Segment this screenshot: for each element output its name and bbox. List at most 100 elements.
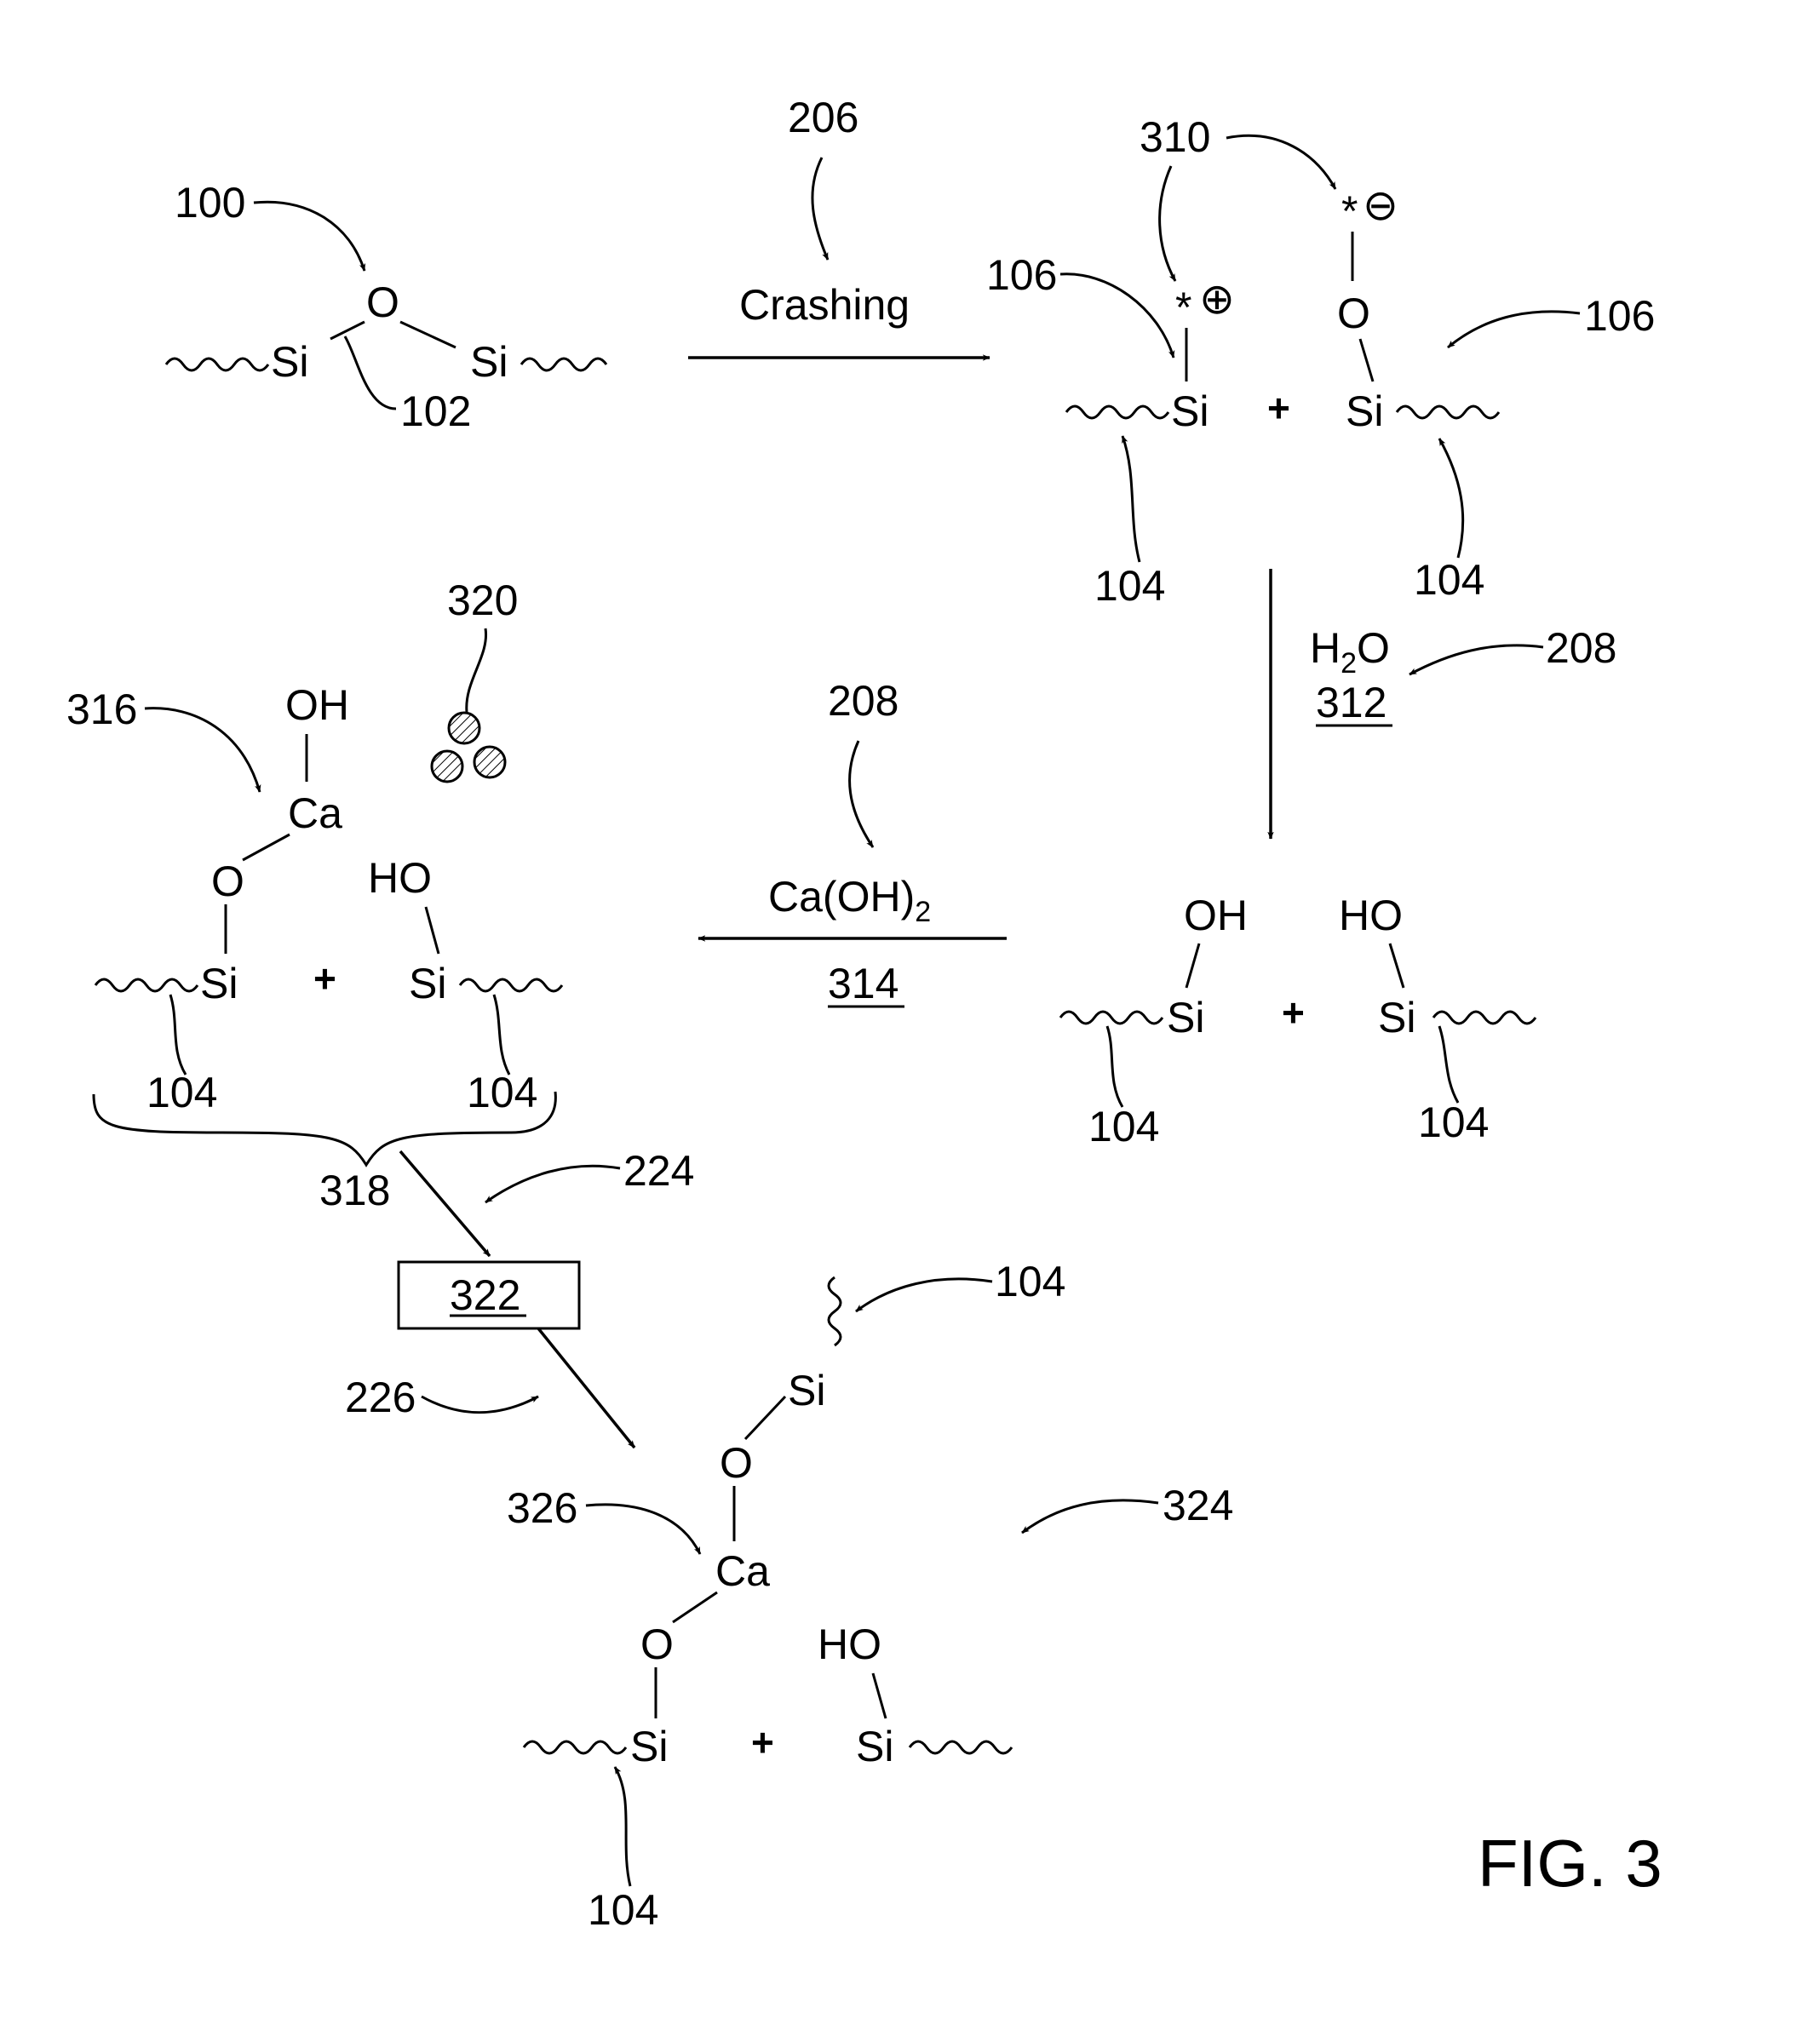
polymer-chain-squiggle — [827, 1276, 842, 1347]
ref-310-arrow-to-anion — [1226, 134, 1337, 190]
ca-o-bond — [242, 833, 290, 862]
silanol-molecule-left: Si OH — [1059, 892, 1248, 1041]
silicon-cation-radical: Si * ⊕ — [1065, 275, 1235, 435]
si-atom: Si — [1346, 387, 1383, 435]
ref-100: 100 — [175, 179, 245, 227]
silanol-molecule: HO Si — [818, 1620, 1013, 1770]
figure-label: FIG. 3 — [1478, 1826, 1662, 1901]
ref-104-leader — [169, 994, 187, 1075]
ref-310: 310 — [1140, 113, 1210, 161]
si-o-bond — [1358, 338, 1375, 382]
o-atom: O — [1337, 290, 1370, 337]
polymer-chain-squiggle — [908, 1740, 1013, 1755]
polymer-chain-squiggle — [94, 978, 199, 993]
si-atom: Si — [1167, 994, 1204, 1041]
ref-326: 326 — [507, 1484, 577, 1532]
grouping-brace — [92, 1091, 557, 1167]
ref-316: 316 — [66, 685, 137, 733]
ref-104-arrow — [613, 1766, 632, 1887]
polymer-chain-squiggle — [520, 357, 608, 372]
plus-sign: + — [1282, 990, 1305, 1035]
polymer-chain-squiggle — [1059, 1010, 1164, 1025]
ho-group: HO — [368, 854, 432, 902]
ref-320: 320 — [447, 576, 518, 624]
si-atom: Si — [200, 960, 238, 1007]
si-atom: Si — [788, 1367, 825, 1414]
polymer-chain-squiggle — [458, 978, 564, 993]
silanolate-anion-radical: Si O * ⊖ — [1337, 181, 1501, 435]
radical-star: * — [1175, 284, 1191, 331]
ref-206: 206 — [788, 94, 858, 141]
silanol-molecule: HO Si — [368, 854, 564, 1007]
ref-226-arrow — [421, 1395, 539, 1414]
ref-224: 224 — [623, 1147, 694, 1195]
o-atom: O — [211, 858, 244, 905]
ref-320-leader — [465, 628, 488, 713]
ca-atom: Ca — [715, 1547, 770, 1595]
ref-104-arrow — [1438, 438, 1465, 559]
polymer-chain-squiggle — [1395, 404, 1501, 420]
ref-104: 104 — [1088, 1103, 1159, 1150]
ho-group: HO — [818, 1620, 881, 1668]
polymer-chain-squiggle — [522, 1740, 628, 1755]
ref-104: 104 — [1414, 556, 1484, 604]
ref-104-leader — [492, 994, 511, 1075]
plus-sign: + — [1267, 386, 1290, 430]
ref-326-arrow — [585, 1503, 702, 1555]
polymer-chain-squiggle — [164, 357, 270, 372]
polymer-chain-squiggle — [1432, 1010, 1537, 1025]
ref-106-right: 106 — [1584, 292, 1655, 340]
si-atom-left: Si — [271, 338, 308, 386]
polymer-chain-squiggle — [1065, 404, 1170, 420]
si-atom: Si — [630, 1723, 668, 1770]
ref-208: 208 — [828, 677, 899, 725]
ref-106-right-arrow — [1447, 310, 1581, 349]
ref-104: 104 — [1094, 562, 1165, 610]
plus-sign: + — [751, 1720, 774, 1764]
water-formula: H2O — [1310, 624, 1390, 680]
process-box-322 — [397, 1260, 581, 1330]
ref-322: 322 — [450, 1271, 520, 1319]
plus-sign: + — [313, 956, 336, 1001]
particle — [473, 745, 507, 779]
calcium-silicate-product: Si O Ca O Si — [522, 1276, 842, 1770]
ref-206-arrow — [811, 157, 830, 261]
ref-208-arrow — [1409, 644, 1544, 676]
si-atom: Si — [409, 960, 446, 1007]
si-atom: Si — [1378, 994, 1415, 1041]
ho-si-bond — [1388, 943, 1405, 989]
ref-104: 104 — [995, 1258, 1065, 1305]
ref-102-leader — [343, 336, 397, 410]
ref-104-leader — [1438, 1025, 1460, 1104]
ref-104: 104 — [467, 1069, 537, 1116]
ref-104: 104 — [146, 1069, 217, 1116]
step-crashing-label: Crashing — [739, 281, 910, 329]
particle — [447, 711, 481, 745]
ref-310-arrow-to-cation — [1158, 165, 1177, 282]
ref-314: 314 — [828, 960, 899, 1007]
curing-arrow — [399, 1150, 491, 1258]
negative-charge-icon: ⊖ — [1363, 181, 1398, 229]
si-atom-right: Si — [470, 338, 508, 386]
ho-group: HO — [1339, 892, 1403, 939]
ref-318: 318 — [319, 1167, 390, 1214]
o-si-bond-right — [399, 320, 456, 349]
oh-group: OH — [285, 681, 349, 729]
ref-100-arrow — [253, 200, 366, 272]
si-oh-bond — [1185, 943, 1201, 989]
ref-104-arrow — [855, 1277, 993, 1313]
ref-104-leader — [1105, 1025, 1124, 1108]
ref-106-left: 106 — [986, 251, 1057, 299]
ref-312: 312 — [1316, 679, 1387, 726]
o-atom: O — [640, 1620, 674, 1668]
ref-208: 208 — [1546, 624, 1616, 672]
silanol-molecule-right: HO Si — [1339, 892, 1537, 1041]
ref-102: 102 — [400, 387, 471, 435]
calcium-hydroxide-formula: Ca(OH)2 — [768, 873, 931, 928]
ca-atom: Ca — [288, 789, 342, 837]
positive-charge-icon: ⊕ — [1199, 275, 1235, 323]
o-atom: O — [720, 1439, 753, 1487]
ref-226: 226 — [345, 1374, 416, 1421]
ca-o-bond — [672, 1591, 718, 1624]
